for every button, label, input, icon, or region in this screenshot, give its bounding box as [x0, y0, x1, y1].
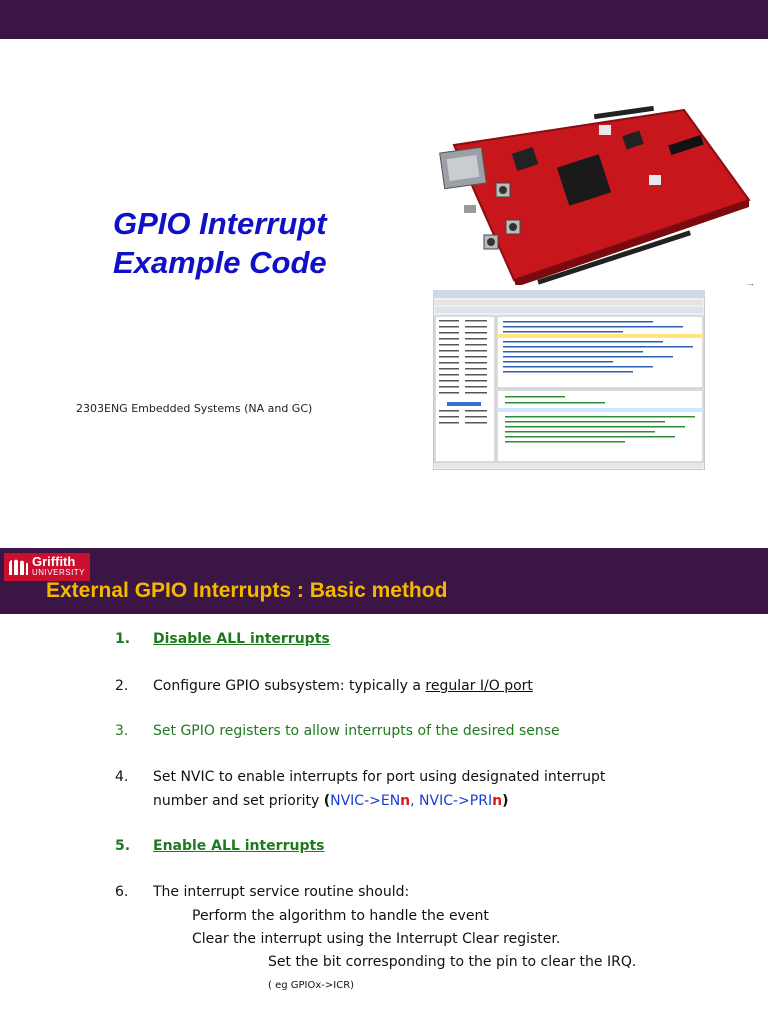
register-separator: ,: [410, 793, 420, 809]
item-number: 4.: [115, 769, 129, 785]
register-pri: NVIC->PRI: [419, 793, 493, 809]
item-text: Set GPIO registers to allow interrupts o…: [153, 723, 560, 739]
content-slide-header-band: [0, 548, 768, 614]
title-slide-top-bar: [0, 0, 768, 39]
content-slide: Griffith UNIVERSITY External GPIO Interr…: [0, 512, 768, 1024]
griffith-crest-icon: [9, 559, 28, 575]
item-text-part: Configure GPIO subsystem: typically a: [153, 678, 426, 694]
logo-wordmark: Griffith: [32, 554, 76, 569]
item-text-line-1: Set NVIC to enable interrupts for port u…: [153, 769, 606, 785]
item-text: Enable ALL interrupts: [153, 838, 325, 854]
steps-list: 1. Disable ALL interrupts 2. Configure G…: [0, 512, 768, 1024]
paren-open: (: [323, 793, 331, 809]
course-subtitle: 2303ENG Embedded Systems (NA and GC): [76, 402, 313, 415]
subitem-text: Perform the algorithm to handle the even…: [192, 908, 489, 924]
item-text: The interrupt service routine should:: [153, 884, 410, 900]
logo-subtext: UNIVERSITY: [32, 568, 86, 577]
slide-title-line-2: Example Code: [113, 245, 327, 280]
register-en-suffix: n: [400, 793, 411, 809]
griffith-university-logo: Griffith UNIVERSITY: [4, 553, 91, 581]
register-en: NVIC->EN: [330, 793, 401, 809]
subitem-text: Set the bit corresponding to the pin to …: [268, 954, 637, 970]
item-text: Set NVIC to enable interrupts for port u…: [153, 765, 713, 813]
ide-screenshot-image: [433, 290, 705, 470]
title-slide: GPIO Interrupt Example Code 2303ENG Embe…: [0, 0, 768, 470]
item-number: 2.: [115, 678, 129, 694]
item-text-underlined: regular I/O port: [425, 678, 533, 694]
slide-title-line-1: GPIO Interrupt: [113, 206, 327, 241]
content-slide-heading: External GPIO Interrupts : Basic method: [46, 579, 448, 602]
item-number: 5.: [115, 838, 131, 854]
stray-arrow-mark: →: [746, 278, 755, 288]
register-pri-suffix: n: [492, 793, 503, 809]
item-text: Disable ALL interrupts: [153, 631, 330, 647]
item-text-line-2: number and set priority: [153, 793, 324, 809]
subitem-example: ( eg GPIOx->ICR): [268, 980, 355, 991]
item-number: 3.: [115, 723, 129, 739]
paren-close: ): [502, 793, 509, 809]
item-number: 1.: [115, 631, 131, 647]
slide-title: GPIO Interrupt Example Code: [113, 204, 327, 282]
launchpad-board-image: [439, 105, 751, 285]
item-text: Configure GPIO subsystem: typically a re…: [153, 674, 713, 698]
item-number: 6.: [115, 884, 129, 900]
subitem-text: Clear the interrupt using the Interrupt …: [192, 931, 561, 947]
